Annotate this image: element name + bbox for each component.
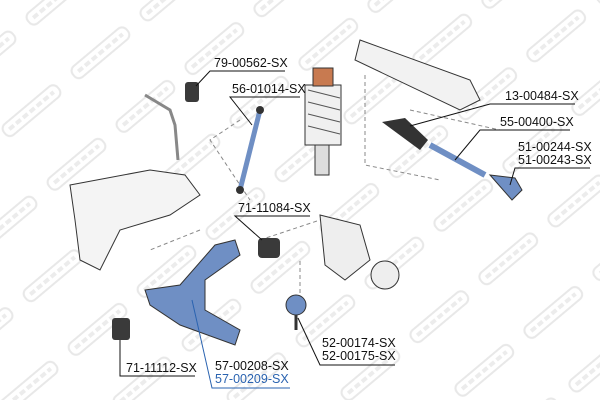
part-label[interactable]: 13-00484-SX bbox=[505, 89, 579, 103]
steering-boot bbox=[382, 118, 428, 150]
part-label[interactable]: 71-11084-SX bbox=[238, 201, 311, 215]
leader-lines bbox=[119, 70, 590, 377]
tie-rod-end bbox=[488, 174, 523, 201]
steering-knuckle bbox=[319, 214, 371, 281]
part-label[interactable]: 71-11112-SX bbox=[126, 361, 197, 375]
part-label-selected[interactable]: 57-00209-SX bbox=[215, 372, 289, 386]
reference-lines bbox=[149, 75, 501, 300]
stabilizer-link bbox=[237, 109, 263, 191]
part-label[interactable]: 56-01014-SX bbox=[232, 82, 306, 96]
strut-tube bbox=[314, 144, 330, 176]
strut-bump-stop bbox=[312, 67, 334, 87]
part-label[interactable]: 51-00244-SX bbox=[518, 140, 592, 154]
control-arm bbox=[144, 239, 241, 346]
subframe bbox=[69, 169, 201, 271]
selected-leader-line bbox=[191, 299, 290, 389]
link-joint-bottom bbox=[236, 186, 244, 194]
link-joint-top bbox=[256, 106, 264, 114]
part-label[interactable]: 51-00243-SX bbox=[518, 153, 592, 167]
part-label[interactable]: 79-00562-SX bbox=[214, 56, 288, 70]
part-label[interactable]: 52-00174-SX bbox=[322, 336, 396, 350]
part-label[interactable]: 52-00175-SX bbox=[322, 349, 396, 363]
stabilizer-bush bbox=[185, 82, 199, 102]
part-label[interactable]: 55-00400-SX bbox=[500, 115, 574, 129]
arm-bush-front bbox=[112, 318, 130, 340]
spring-coils bbox=[307, 89, 341, 135]
part-label[interactable]: 57-00208-SX bbox=[215, 359, 289, 373]
stabilizer-bar bbox=[144, 93, 180, 161]
tie-rod bbox=[428, 142, 487, 178]
steering-rack bbox=[354, 39, 481, 111]
hub bbox=[370, 260, 400, 290]
ball-joint bbox=[285, 294, 307, 316]
arm-bush-rear bbox=[258, 238, 280, 258]
